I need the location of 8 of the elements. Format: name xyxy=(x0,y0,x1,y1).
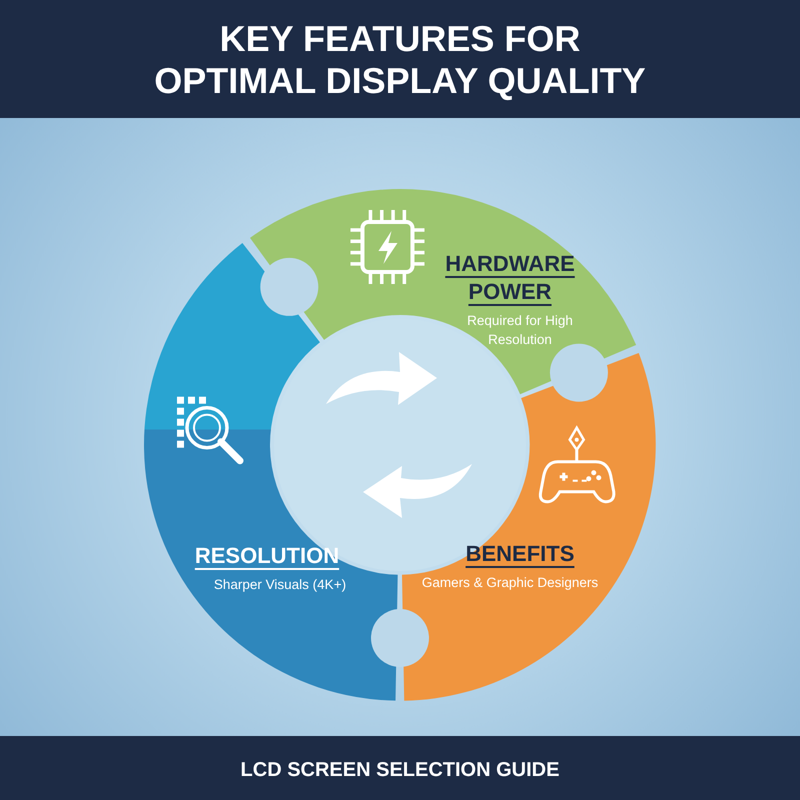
title: KEY FEATURES FOR OPTIMAL DISPLAY QUALITY xyxy=(153,18,647,102)
segment-heading: BENEFITS xyxy=(464,540,576,568)
segment-heading: RESOLUTION xyxy=(194,542,340,570)
segment-description: Gamers & Graphic Designers xyxy=(420,574,600,592)
segment-description: Required for High Resolution xyxy=(466,312,574,349)
caption: LCD SCREEN SELECTION GUIDE xyxy=(240,758,560,782)
segment-heading: HARDWARE POWER xyxy=(444,250,576,306)
segment-description: Sharper Visuals (4K+) xyxy=(212,576,348,594)
